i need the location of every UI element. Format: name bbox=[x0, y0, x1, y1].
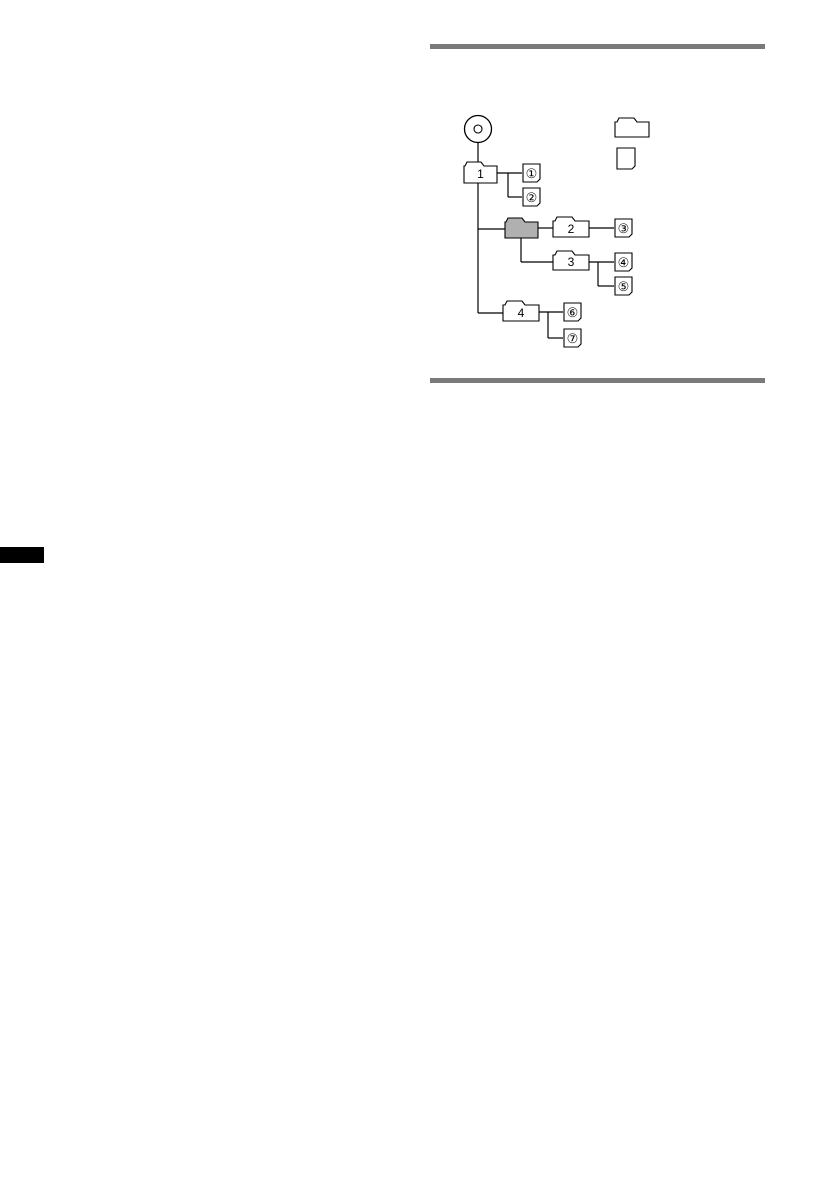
folder-label: 4 bbox=[518, 306, 525, 320]
file-number: ⑤ bbox=[618, 279, 630, 294]
page-edge-tab bbox=[0, 547, 44, 563]
legend-folder-icon bbox=[615, 118, 649, 137]
disc-icon bbox=[465, 116, 492, 143]
folder-label: 1 bbox=[477, 167, 484, 181]
folder-icon bbox=[505, 218, 538, 238]
section-top-rule bbox=[430, 44, 765, 49]
file-number: ⑥ bbox=[567, 305, 579, 320]
folder-label: 2 bbox=[568, 222, 575, 236]
legend-file-icon bbox=[617, 148, 635, 169]
file-number: ④ bbox=[618, 255, 630, 270]
file-number: ① bbox=[526, 166, 538, 181]
folder-tree-diagram: 1 2 3 4 ① ② ③ ④ ⑤ ⑥ ⑦ bbox=[430, 100, 670, 360]
folder-label: 3 bbox=[568, 255, 575, 269]
section-bottom-rule bbox=[430, 378, 765, 383]
file-number: ③ bbox=[618, 221, 630, 236]
file-number: ⑦ bbox=[567, 331, 579, 346]
file-number: ② bbox=[526, 190, 538, 205]
